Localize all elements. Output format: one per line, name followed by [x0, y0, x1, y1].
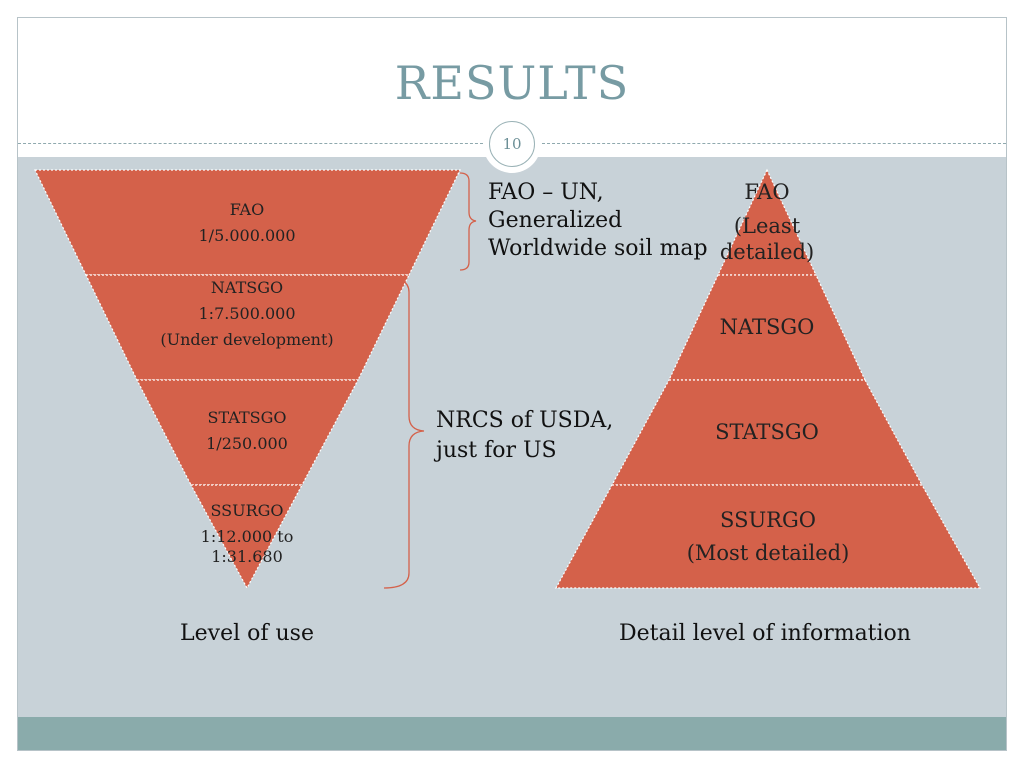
title-divider-right — [542, 143, 1006, 144]
inverted-ssurgo-name: SSURGO — [210, 501, 284, 520]
pyramid-ssurgo-note: (Most detailed) — [686, 541, 850, 565]
inverted-statsgo-name: STATSGO — [207, 408, 287, 427]
inverted-label-natsgo: NATSGO 1:7.500.000 (Under development) — [137, 275, 357, 353]
page-number-badge: 10 — [489, 121, 535, 167]
pyramid-fao-note-1: (Least — [733, 214, 801, 238]
inverted-ssurgo-scale-end: 1:31.680 — [211, 547, 283, 566]
nrcs-note: NRCS of USDA, just for US — [436, 406, 613, 466]
inverted-fao-scale: 1/5.000.000 — [198, 226, 296, 245]
nrcs-brace — [383, 276, 425, 589]
nrcs-note-line-2: just for US — [436, 438, 557, 463]
inverted-label-statsgo: STATSGO 1/250.000 — [147, 405, 347, 457]
inverted-natsgo-note: (Under development) — [160, 330, 334, 349]
inverted-pyramid — [34, 169, 461, 590]
fao-note-line-1: FAO – UN, — [488, 180, 604, 205]
fao-note: FAO – UN, Generalized Worldwide soil map — [488, 179, 708, 263]
pyramid-segment-ssurgo — [554, 484, 982, 589]
pyramid-fao-name: FAO — [744, 180, 790, 204]
pyramid-segment-statsgo — [610, 379, 924, 486]
inverted-natsgo-scale: 1:7.500.000 — [198, 304, 296, 323]
fao-brace — [459, 172, 477, 271]
inverted-segment-ssurgo — [189, 484, 304, 590]
inverted-natsgo-name: NATSGO — [210, 278, 284, 297]
inverted-fao-name: FAO — [229, 200, 265, 219]
pyramid-statsgo-name: STATSGO — [715, 420, 819, 444]
pyramid-label-ssurgo: SSURGO (Most detailed) — [638, 504, 898, 570]
pyramid-ssurgo-name: SSURGO — [720, 508, 816, 532]
fao-note-line-2: Generalized — [488, 208, 623, 233]
inverted-segment-natsgo — [85, 274, 410, 381]
level-of-use-caption: Level of use — [180, 621, 314, 646]
pyramid-fao-note-2: detailed) — [719, 240, 815, 264]
title-divider-left — [18, 143, 488, 144]
inverted-statsgo-scale: 1/250.000 — [206, 434, 288, 453]
inverted-label-ssurgo: SSURGO 1:12.000 to 1:31.680 — [167, 501, 327, 567]
footer-bar — [18, 717, 1006, 750]
slide-title: RESULTS — [394, 56, 630, 110]
inverted-label-fao: FAO 1/5.000.000 — [147, 197, 347, 249]
inverted-ssurgo-scale: 1:12.000 to — [200, 527, 294, 546]
pyramid-natsgo-name: NATSGO — [719, 315, 815, 339]
detail-pyramid — [554, 168, 982, 589]
detail-level-caption: Detail level of information — [619, 621, 911, 646]
nrcs-note-line-1: NRCS of USDA, — [436, 408, 614, 433]
pyramid-label-fao: FAO (Least detailed) — [697, 179, 837, 265]
pyramid-label-natsgo: NATSGO — [667, 313, 867, 341]
fao-note-line-3: Worldwide soil map — [488, 236, 708, 261]
pyramid-label-statsgo: STATSGO — [667, 418, 867, 446]
